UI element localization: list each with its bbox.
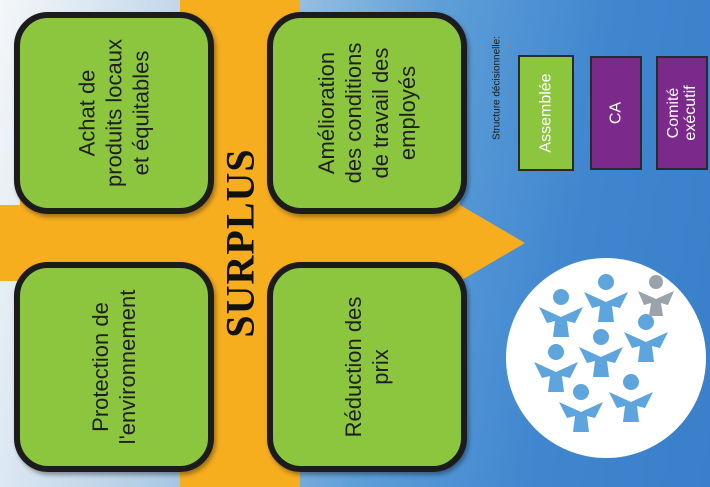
box-achat-produits-locaux: Achat de produits locaux et équitables <box>14 12 214 214</box>
people-cluster-icon <box>534 274 674 432</box>
gov-assemblee: Assemblée <box>518 55 574 171</box>
box-achat-label: Achat de produits locaux et équitables <box>74 39 154 187</box>
surplus-label: SURPLUS <box>217 148 263 338</box>
box-reduction-prix: Réduction des prix <box>267 262 467 472</box>
box-protection-environnement: Protection de l'environnement <box>14 262 214 472</box>
gov-comite-label: Comité exécutif <box>665 85 699 141</box>
gov-ca: CA <box>590 56 642 170</box>
box-protection-label: Protection de l'environnement <box>88 289 140 445</box>
box-amelioration-label: Amélioration des conditions de travail d… <box>314 42 420 184</box>
box-reduction-label: Réduction des prix <box>341 296 393 438</box>
gov-ca-label: CA <box>607 101 625 125</box>
gov-comite-executif: Comité exécutif <box>656 56 708 170</box>
gov-assemblee-label: Assemblée <box>537 73 555 153</box>
cooperative-logo <box>506 258 706 458</box>
box-amelioration-conditions: Amélioration des conditions de travail d… <box>267 12 467 214</box>
structure-decisionnelle-label: Structure décisionnelle: <box>491 36 503 140</box>
